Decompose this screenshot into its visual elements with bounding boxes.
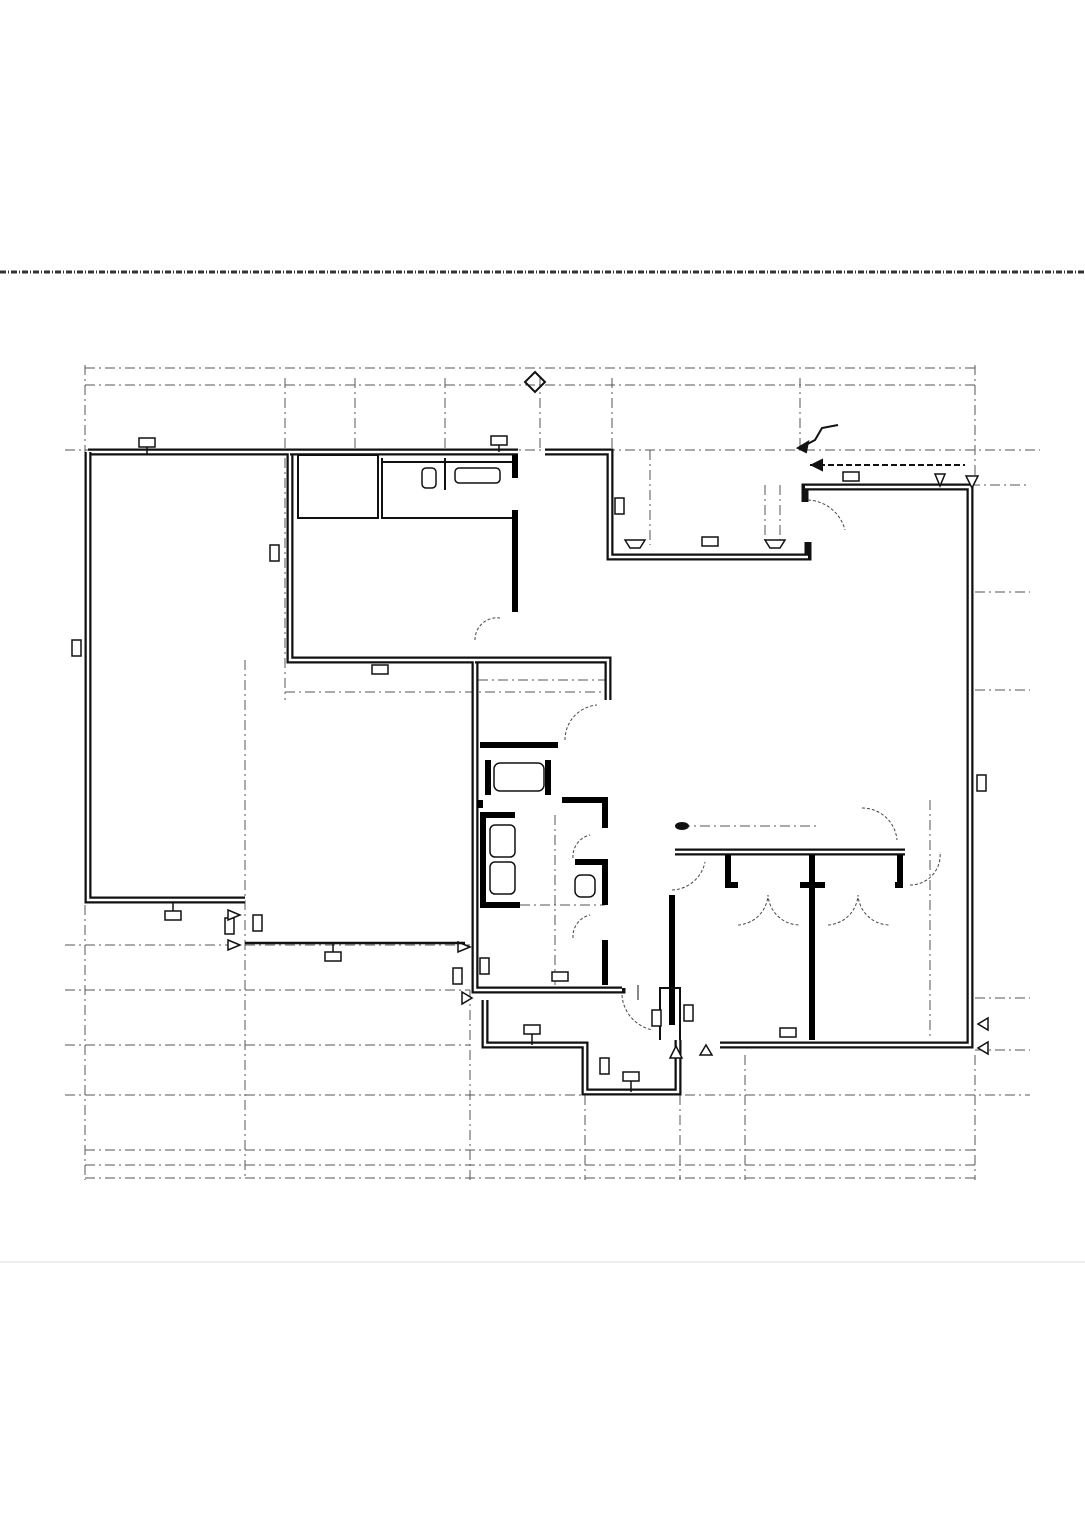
- exterior-walls: [84, 448, 974, 1096]
- bathtub-icon: [493, 762, 545, 792]
- north-marker: [523, 370, 547, 394]
- interior-walls: [297, 454, 905, 1040]
- sink-icon: [454, 467, 501, 484]
- sink-icon: [489, 861, 516, 895]
- toilet-icon: [421, 467, 437, 489]
- fixtures: [421, 467, 596, 898]
- toilet-icon: [574, 874, 596, 898]
- leader-arrows: [245, 424, 965, 1000]
- electrical-symbols: [71, 435, 989, 1092]
- doors: [474, 499, 941, 1031]
- sink-icon: [489, 824, 516, 858]
